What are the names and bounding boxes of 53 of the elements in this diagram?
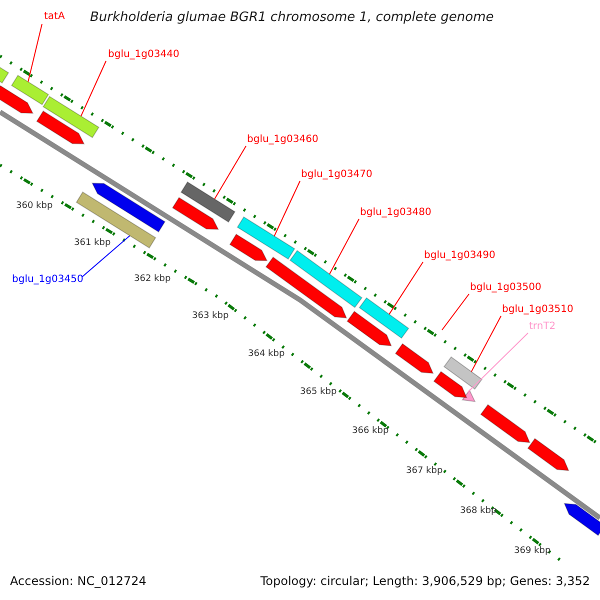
gene-label: bglu_1g03440 (108, 49, 180, 61)
gene-bar (76, 191, 156, 249)
gene-label: tatA (44, 11, 65, 23)
scale-label: 362 kbp (134, 273, 171, 285)
gene-label: bglu_1g03480 (360, 207, 432, 219)
gene-bar (289, 250, 363, 308)
leader-line (329, 218, 360, 275)
leader-line (214, 146, 246, 200)
gene-label: bglu_1g03490 (424, 250, 496, 262)
accession-text: Accession: NC_012724 (10, 574, 146, 589)
gene-block (433, 370, 468, 398)
leader-line (28, 24, 42, 82)
gene-block (564, 502, 600, 536)
scale-label: 369 kbp (514, 545, 551, 557)
gene-bar (10, 74, 50, 106)
scale-label: 365 kbp (300, 386, 337, 398)
gene-block (265, 256, 348, 318)
gene-block (346, 310, 392, 346)
gene-label: bglu_1g03450 (12, 274, 84, 286)
scale-label: 361 kbp (74, 237, 111, 249)
scale-label: 366 kbp (352, 425, 389, 437)
leader-line (470, 316, 502, 372)
gene-block (0, 85, 34, 114)
gene-bar (358, 297, 410, 339)
scale-label: 360 kbp (16, 200, 53, 212)
gene-label: trnT2 (529, 321, 556, 333)
gene-bar (443, 356, 483, 390)
genome-info-text: Topology: circular; Length: 3,906,529 bp; Genes: 3,352 (260, 574, 590, 589)
gene-block (527, 438, 570, 472)
gene-block (394, 343, 434, 374)
gene-block (229, 234, 268, 262)
gene-bar (42, 96, 100, 138)
gene-label: bglu_1g03460 (247, 134, 318, 146)
leader-line (80, 60, 106, 117)
scale-label: 364 kbp (248, 348, 285, 360)
title: Burkholderia glumae BGR1 chromosome 1, complete genome (90, 10, 494, 26)
gene-block (480, 404, 530, 444)
gene-label: bglu_1g03500 (470, 282, 542, 294)
scale-label: 363 kbp (192, 310, 229, 322)
gene-block (91, 182, 166, 233)
leader-line (82, 235, 130, 278)
gene-bar (236, 216, 296, 260)
gene-block (36, 110, 85, 144)
leader-line (442, 294, 470, 330)
leader-line (274, 180, 300, 237)
scale-label: 368 kbp (460, 505, 497, 517)
leader-line (388, 262, 424, 315)
leader-line (468, 332, 528, 392)
gene-block (172, 196, 220, 230)
gene-bar (180, 181, 236, 223)
scale-label: 367 kbp (406, 465, 443, 477)
gene-label: bglu_1g03510 (502, 304, 574, 316)
gene-label: bglu_1g03470 (301, 169, 372, 181)
